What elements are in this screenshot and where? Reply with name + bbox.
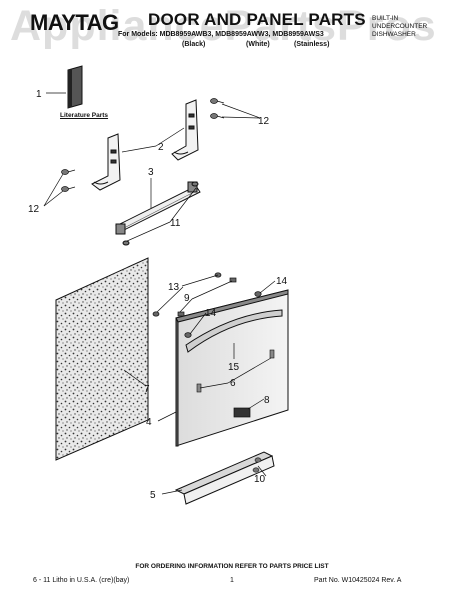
insulation-panel xyxy=(55,257,149,461)
variant-stainless: (Stainless) xyxy=(294,41,330,48)
callout-8: 8 xyxy=(264,395,270,406)
toe-kick-clips xyxy=(252,457,262,473)
watermark: AppliancePartsPros xyxy=(10,2,437,50)
variant-black: (Black) xyxy=(182,41,206,48)
literature-parts-label: Literature Parts xyxy=(60,112,109,119)
callout-12-right: 12 xyxy=(258,116,270,127)
callout-4: 4 xyxy=(146,417,152,428)
screws-left xyxy=(61,169,76,192)
hinge-rail xyxy=(115,181,201,246)
ordering-note: FOR ORDERING INFORMATION REFER TO PARTS … xyxy=(135,563,329,570)
door-panel xyxy=(175,289,289,447)
callout-14-lower: 14 xyxy=(205,308,217,319)
callout-11: 11 xyxy=(170,218,181,229)
product-type: BUILT-IN UNDERCOUNTER DISHWASHER xyxy=(372,15,428,38)
callout-3: 3 xyxy=(148,167,154,178)
brand-logo: MAYTAG xyxy=(30,10,119,35)
page-title: DOOR AND PANEL PARTS xyxy=(148,10,366,29)
callout-6: 6 xyxy=(230,378,236,389)
callout-14-upper: 14 xyxy=(276,276,288,287)
callout-2-left: 2 xyxy=(158,142,164,153)
screws-right xyxy=(210,98,225,119)
leader-lines xyxy=(43,92,276,495)
literature-booklet xyxy=(67,65,83,109)
callout-13: 13 xyxy=(168,282,180,293)
variant-white: (White) xyxy=(246,41,270,48)
callout-labels: 1 2 12 12 3 11 13 9 14 14 7 15 6 4 8 5 1… xyxy=(28,89,288,501)
part-number: Part No. W10425024 Rev. A xyxy=(314,577,402,584)
model-numbers: For Models: MDB8959AWB3, MDB8959AWW3, MD… xyxy=(118,31,324,38)
litho-info: 6 - 11 Litho in U.S.A. (cre)(bay) xyxy=(33,577,130,584)
callout-1: 1 xyxy=(36,89,42,100)
callout-12-left: 12 xyxy=(28,204,40,215)
callout-9: 9 xyxy=(184,293,190,304)
door-handle xyxy=(185,309,283,353)
callout-5: 5 xyxy=(150,490,156,501)
callout-15: 15 xyxy=(228,362,240,373)
side-bracket-left xyxy=(91,133,121,191)
page-number: 1 xyxy=(230,577,234,584)
door-vent xyxy=(233,407,251,418)
callout-7: 7 xyxy=(144,384,150,395)
toe-kick-panel xyxy=(174,451,275,505)
side-bracket-right xyxy=(171,99,199,161)
callout-10: 10 xyxy=(254,474,266,485)
